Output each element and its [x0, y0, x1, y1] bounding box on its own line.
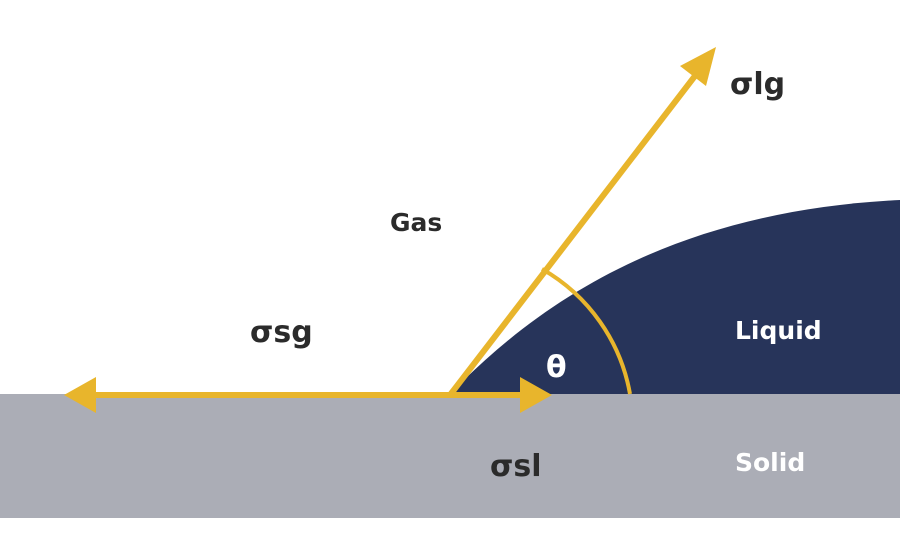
sigma-sl-arrow-head [520, 377, 552, 413]
contact-angle-arc [541, 267, 632, 395]
sigma-lg-label: σlg [730, 67, 786, 102]
sigma-sl-label: σsl [490, 449, 542, 484]
solid-label: Solid [735, 448, 806, 477]
liquid-label: Liquid [735, 316, 822, 345]
sigma-lg-arrow-head [680, 47, 716, 86]
solid-substrate [0, 394, 900, 518]
sigma-sg-arrow-head [64, 377, 96, 413]
gas-label: Gas [390, 208, 443, 237]
sigma-lg-arrow-shaft [447, 70, 701, 397]
liquid-droplet [450, 200, 900, 394]
theta-label: θ [546, 350, 567, 385]
sigma-sg-label: σsg [250, 315, 313, 350]
